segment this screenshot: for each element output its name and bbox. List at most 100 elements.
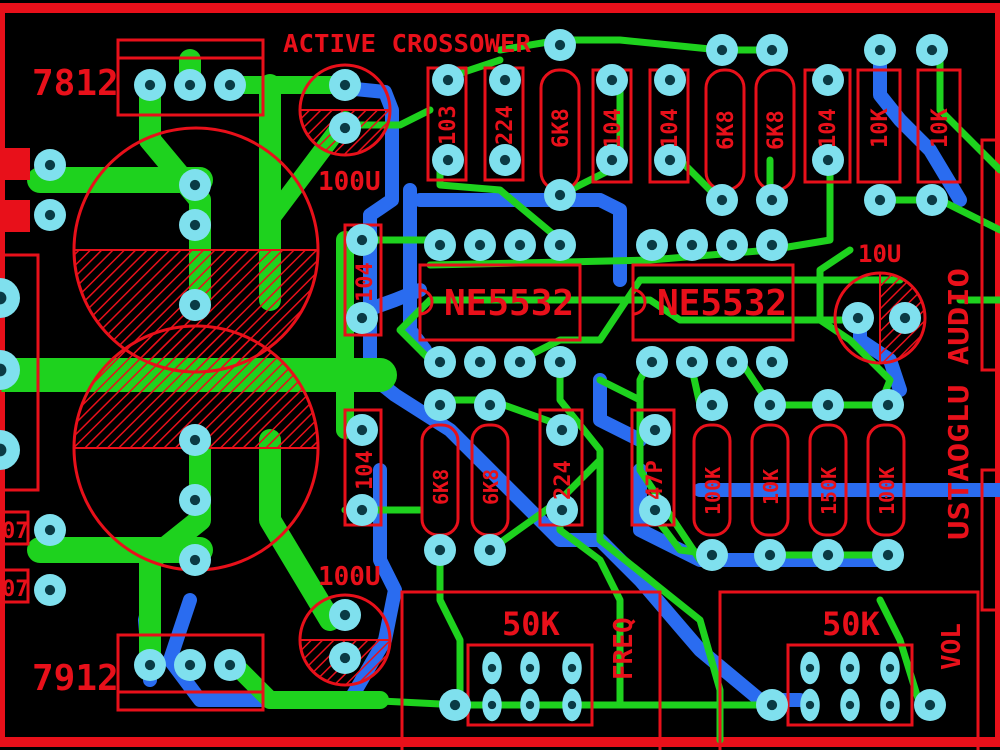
board-title: ACTIVE CROSSOWER bbox=[283, 29, 532, 58]
pad-hole bbox=[646, 356, 658, 368]
cap-100u-top-label: 100U bbox=[318, 167, 381, 197]
pad-hole bbox=[899, 312, 911, 324]
pad-hole bbox=[44, 209, 56, 221]
top-part-label-5: 104 bbox=[658, 108, 683, 148]
pad-hole bbox=[706, 399, 718, 411]
pad-hole bbox=[554, 39, 566, 51]
pad-hole bbox=[766, 699, 778, 711]
pad-hole bbox=[649, 504, 661, 516]
brand-label: USTAOGLU AUDIO bbox=[942, 268, 975, 540]
input-pad-2 bbox=[0, 200, 30, 232]
lower-part-label-2: 6K8 bbox=[479, 469, 503, 505]
pad-hole bbox=[882, 549, 894, 561]
pad-hole bbox=[356, 424, 368, 436]
lower-part-label-5: 100K bbox=[701, 467, 725, 515]
pad-hole bbox=[664, 74, 676, 86]
silkscreen-text: ACTIVE CROSSOWER 7812 7912 100U 100U 10U… bbox=[2, 29, 975, 699]
lower-part-label-3: 224 bbox=[551, 460, 576, 500]
pad-hole bbox=[339, 122, 351, 134]
pad-hole bbox=[189, 179, 201, 191]
pad-hole bbox=[716, 44, 728, 56]
side-cap-1-label: 104 bbox=[353, 262, 378, 302]
pad-hole bbox=[0, 291, 7, 305]
pad-hole bbox=[184, 79, 196, 91]
pad-hole bbox=[44, 159, 56, 171]
pad-hole bbox=[474, 239, 486, 251]
pad-hole bbox=[434, 399, 446, 411]
pad-hole bbox=[442, 154, 454, 166]
pad-hole bbox=[434, 356, 446, 368]
pad-hole bbox=[766, 44, 778, 56]
pad-hole bbox=[649, 424, 661, 436]
ic-2-label: NE5532 bbox=[657, 283, 787, 324]
pot-freq-outline bbox=[400, 590, 662, 750]
pad-hole bbox=[822, 399, 834, 411]
pad-hole bbox=[874, 194, 886, 206]
pad-hole bbox=[885, 663, 895, 673]
ic-1-label: NE5532 bbox=[444, 283, 574, 324]
pad-hole bbox=[514, 356, 526, 368]
pad-hole bbox=[356, 312, 368, 324]
pad-hole bbox=[686, 356, 698, 368]
pad-hole bbox=[926, 44, 938, 56]
pad-hole bbox=[434, 239, 446, 251]
pad-hole bbox=[822, 549, 834, 561]
pot-freq-value: 50K bbox=[502, 605, 561, 643]
pad-hole bbox=[189, 219, 201, 231]
pad-hole bbox=[726, 356, 738, 368]
pot-freq-function: FREQ bbox=[609, 617, 639, 680]
pad-hole bbox=[882, 399, 894, 411]
pad-hole bbox=[474, 356, 486, 368]
connector-pad bbox=[0, 278, 20, 318]
pad-hole bbox=[805, 700, 815, 710]
pad-hole bbox=[822, 74, 834, 86]
regulator-7812-outline bbox=[116, 38, 265, 117]
pad-hole bbox=[499, 74, 511, 86]
pad-hole bbox=[606, 154, 618, 166]
pad-hole bbox=[646, 239, 658, 251]
connector-pad bbox=[0, 430, 20, 470]
top-part-label-2: 224 bbox=[493, 105, 518, 145]
pad-hole bbox=[356, 234, 368, 246]
top-part-label-9: 10K bbox=[868, 108, 893, 148]
ic-1-outline bbox=[418, 263, 582, 342]
pot-vol-value: 50K bbox=[822, 605, 881, 643]
pad-hole bbox=[845, 663, 855, 673]
board-outline bbox=[0, 3, 1000, 747]
pad-hole bbox=[805, 663, 815, 673]
lower-part-label-7: 150K bbox=[817, 467, 841, 515]
cap-100u-bottom-label: 100U bbox=[318, 562, 381, 592]
pad-hole bbox=[224, 659, 236, 671]
pad-hole bbox=[484, 544, 496, 556]
pad-hole bbox=[766, 194, 778, 206]
pad-hole bbox=[926, 194, 938, 206]
pad-hole bbox=[144, 79, 156, 91]
pad-hole bbox=[766, 356, 778, 368]
pad-hole bbox=[567, 700, 577, 710]
pad-hole bbox=[189, 554, 201, 566]
pad-hole bbox=[484, 399, 496, 411]
pad-hole bbox=[514, 239, 526, 251]
pad-hole bbox=[189, 434, 201, 446]
side-cap-2-label: 104 bbox=[353, 450, 378, 490]
pad-hole bbox=[499, 154, 511, 166]
pad-hole bbox=[764, 399, 776, 411]
edge-label-2: 07 bbox=[2, 577, 29, 602]
pad-hole bbox=[556, 504, 568, 516]
pot-vol-outline bbox=[718, 590, 980, 750]
top-part-label-3: 6K8 bbox=[549, 108, 574, 148]
pot-vol-function: VOL bbox=[937, 623, 967, 670]
pad-hole bbox=[224, 79, 236, 91]
pad-hole bbox=[822, 154, 834, 166]
pad-hole bbox=[885, 700, 895, 710]
lower-part-label-1: 6K8 bbox=[429, 469, 453, 505]
pad-hole bbox=[442, 74, 454, 86]
pad-hole bbox=[726, 239, 738, 251]
pad-hole bbox=[434, 544, 446, 556]
pad-hole bbox=[525, 663, 535, 673]
pad-hole bbox=[525, 700, 535, 710]
pad-hole bbox=[554, 356, 566, 368]
connector-pad bbox=[0, 350, 20, 390]
top-part-label-1: 103 bbox=[436, 105, 461, 145]
